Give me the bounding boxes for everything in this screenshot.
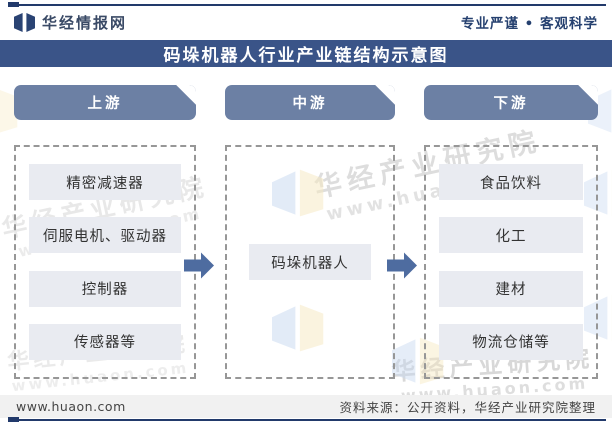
- midstream-column: 中游 码垛机器人: [225, 85, 395, 379]
- upstream-item: 控制器: [29, 270, 181, 307]
- downstream-panel: 食品饮料 化工 建材 物流仓储等: [424, 145, 598, 379]
- downstream-item: 物流仓储等: [439, 323, 583, 360]
- upstream-panel: 精密减速器 伺服电机、驱动器 控制器 传感器等: [14, 145, 196, 379]
- bottom-rule-cap: [8, 417, 19, 422]
- top-rule: [8, 4, 606, 6]
- upstream-item: 伺服电机、驱动器: [29, 217, 181, 254]
- footer: www.huaon.com 资料来源：公开资料，华经产业研究院整理: [0, 395, 612, 418]
- header: 华经情报网 专业严谨 • 客观科学: [0, 7, 612, 37]
- right-arrow-icon: [184, 252, 214, 279]
- upstream-item: 精密减速器: [29, 164, 181, 201]
- slogan: 专业严谨 • 客观科学: [460, 16, 598, 32]
- downstream-item: 建材: [439, 270, 583, 307]
- midstream-header: 中游: [225, 85, 395, 120]
- footer-site-url: www.huaon.com: [16, 399, 126, 414]
- downstream-item: 化工: [439, 217, 583, 254]
- brand: 华经情报网: [14, 12, 127, 33]
- open-book-logo-icon: [272, 304, 324, 352]
- brand-name: 华经情报网: [42, 13, 128, 32]
- open-book-logo-icon: [0, 89, 18, 133]
- upstream-column: 上游 精密减速器 伺服电机、驱动器 控制器 传感器等: [14, 85, 196, 379]
- footer-source-note: 资料来源：公开资料，华经产业研究院整理: [339, 400, 596, 415]
- page-title: 码垛机器人行业产业链结构示意图: [0, 40, 612, 67]
- downstream-header: 下游: [424, 85, 598, 120]
- bottom-rule: [8, 419, 606, 421]
- upstream-header: 上游: [14, 85, 196, 120]
- midstream-panel: 码垛机器人: [225, 145, 395, 379]
- open-book-logo-icon: [272, 169, 324, 217]
- downstream-column: 下游 食品饮料 化工 建材 物流仓储等: [424, 85, 598, 379]
- industry-chain-diagram: 上游 精密减速器 伺服电机、驱动器 控制器 传感器等 中游 码垛机器人 下游 食…: [0, 85, 612, 379]
- open-book-logo-icon: [14, 12, 35, 32]
- top-rule-cap: [8, 2, 19, 7]
- upstream-item: 传感器等: [29, 323, 181, 360]
- right-arrow-icon: [387, 252, 417, 279]
- downstream-item: 食品饮料: [439, 164, 583, 201]
- midstream-item: 码垛机器人: [249, 244, 371, 280]
